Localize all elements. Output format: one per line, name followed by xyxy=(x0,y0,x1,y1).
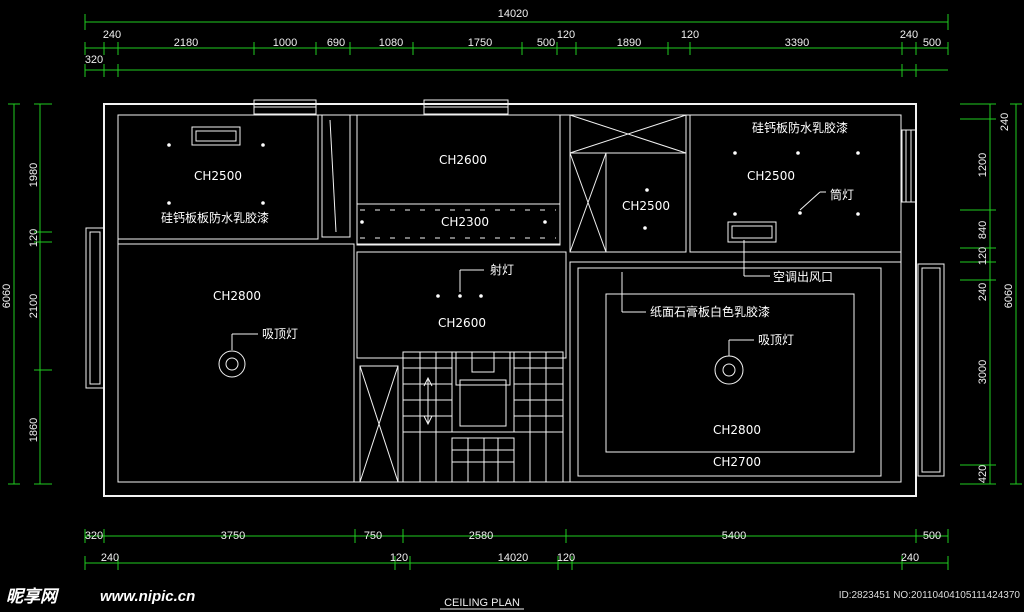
bottom-dim2-3: 120 xyxy=(557,552,575,564)
floor-plan-walls xyxy=(85,99,945,497)
bottom-dim-4: 2580 xyxy=(469,530,493,542)
room1-height: CH2500 xyxy=(194,169,242,183)
spotlight-label: 射灯 xyxy=(490,262,514,277)
room2b-height: CH2300 xyxy=(441,215,489,229)
watermark-cn: 昵享网 xyxy=(6,587,60,607)
room4-height: CH2500 xyxy=(747,169,795,183)
room2-height: CH2600 xyxy=(439,153,487,167)
room5-height: CH2800 xyxy=(213,289,261,303)
left-dim-1: 1980 xyxy=(28,163,40,187)
right-dim-2: 1200 xyxy=(977,153,989,177)
top-dim-7: 500 xyxy=(537,37,555,49)
room6-height: CH2600 xyxy=(438,316,486,330)
top-dim-5: 1080 xyxy=(379,37,403,49)
ac-grille-icon xyxy=(727,221,777,243)
top-dim-4: 690 xyxy=(327,37,345,49)
annotations: 筒灯 空调出风口 射灯 纸面石膏板白色乳胶漆 吸顶灯 吸顶灯 xyxy=(231,187,854,356)
top-dim-13: 500 xyxy=(923,37,941,49)
bottom-dimensions: 320 3750 750 2580 5400 500 240 120 120 2… xyxy=(84,529,949,570)
right-dim-3: 840 xyxy=(977,221,989,239)
right-dim-7: 420 xyxy=(977,465,989,483)
room7-outer-height: CH2700 xyxy=(713,455,761,469)
left-total-dim: 6060 xyxy=(1,284,13,308)
top-dim-8: 120 xyxy=(557,29,575,41)
room4-finish: 硅钙板防水乳胶漆 xyxy=(752,120,848,135)
room3-height: CH2500 xyxy=(622,199,670,213)
top-dim-3: 1000 xyxy=(273,37,297,49)
bottom-dim2-2: 120 xyxy=(390,552,408,564)
downlight-label: 筒灯 xyxy=(830,187,854,202)
right-dim-6: 3000 xyxy=(977,360,989,384)
bottom-dim2-4: 240 xyxy=(901,552,919,564)
bottom-dim-6: 500 xyxy=(923,530,941,542)
top-dim-9: 1890 xyxy=(617,37,641,49)
ceiling-lamp-icon xyxy=(218,350,744,385)
bottom-dim-3: 750 xyxy=(364,530,382,542)
drawing-title: CEILING PLAN xyxy=(444,597,520,609)
staircase xyxy=(402,351,564,483)
bottom-dim2-1: 240 xyxy=(101,552,119,564)
image-id: ID:2823451 NO:20110404105111424370 xyxy=(839,590,1021,601)
room7-height: CH2800 xyxy=(713,423,761,437)
top-dim-11: 3390 xyxy=(785,37,809,49)
gypsum-label: 纸面石膏板白色乳胶漆 xyxy=(650,304,770,319)
ac-outlet-label: 空调出风口 xyxy=(773,270,833,284)
room1-finish: 硅钙板板防水乳胶漆 xyxy=(161,210,269,225)
top-left-small-dim: 320 xyxy=(85,54,103,66)
right-dim-4: 120 xyxy=(977,247,989,265)
bottom-total-dim: 14020 xyxy=(498,552,529,564)
left-dim-2: 120 xyxy=(28,229,40,247)
bottom-dim-1: 320 xyxy=(85,530,103,542)
right-dim-5: 240 xyxy=(977,283,989,301)
top-dim-2: 2180 xyxy=(174,37,198,49)
right-total-dim: 6060 xyxy=(1003,284,1015,308)
right-dim-1: 240 xyxy=(999,113,1011,131)
ceiling-lamp-right-label: 吸顶灯 xyxy=(758,333,794,347)
bottom-dim-2: 3750 xyxy=(221,530,245,542)
room-labels: CH2500 硅钙板板防水乳胶漆 CH2600 CH2300 CH2500 硅钙… xyxy=(161,120,848,469)
ac-grille-icon xyxy=(191,126,241,146)
downlight-icon xyxy=(167,143,860,298)
top-dim-1: 240 xyxy=(103,29,121,41)
ceiling-lamp-left-label: 吸顶灯 xyxy=(262,327,298,341)
footer: 昵享网 www.nipic.cn CEILING PLAN ID:2823451… xyxy=(6,587,1021,610)
watermark-url: www.nipic.cn xyxy=(100,588,195,605)
left-dim-4: 1860 xyxy=(28,418,40,442)
left-dimensions: 6060 1980 120 2100 1860 xyxy=(1,103,52,485)
left-dim-3: 2100 xyxy=(28,294,40,318)
light-fixtures xyxy=(167,126,860,385)
top-dim-12: 240 xyxy=(900,29,918,41)
top-dim-10: 120 xyxy=(681,29,699,41)
right-dimensions: 6060 240 1200 840 120 240 3000 420 xyxy=(960,103,1022,485)
top-dim-6: 1750 xyxy=(468,37,492,49)
top-dimensions: 14020 240 2180 1000 690 1080 1750 500 12… xyxy=(84,8,949,77)
top-total-dim: 14020 xyxy=(498,8,529,20)
bottom-dim-5: 5400 xyxy=(722,530,746,542)
